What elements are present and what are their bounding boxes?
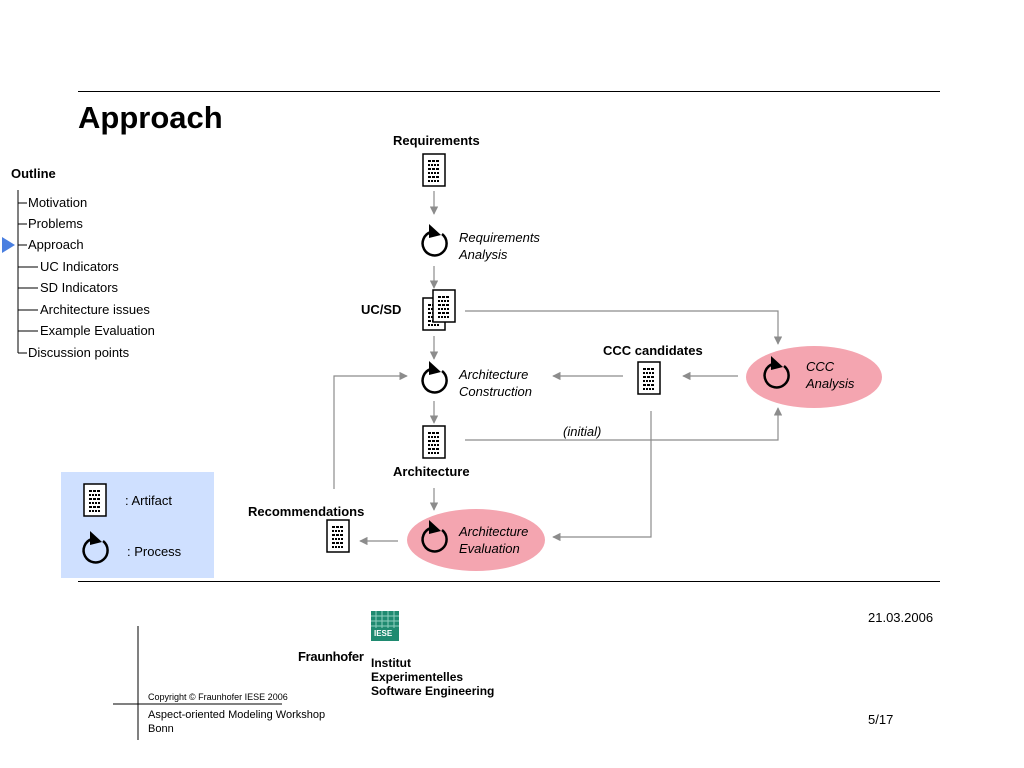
outline-item-discussion-points[interactable]: Discussion points xyxy=(28,345,130,360)
institute-line-1: Institut xyxy=(371,656,411,670)
outline-item-problems[interactable]: Problems xyxy=(28,216,83,231)
ccc-analysis-label-1: CCC xyxy=(806,359,835,374)
iese-badge-text: IESE xyxy=(374,629,393,638)
event-name: Aspect-oriented Modeling Workshop xyxy=(148,709,326,721)
outline-item-motivation[interactable]: Motivation xyxy=(28,195,88,210)
slide-title: Approach xyxy=(78,100,223,135)
requirements-artifact-icon xyxy=(422,153,449,190)
architecture-label: Architecture xyxy=(393,464,470,479)
page-number: 5/17 xyxy=(868,712,894,727)
top-rule xyxy=(78,91,940,92)
ccc-analysis-highlight xyxy=(746,346,882,408)
legend-artifact-label: : Artifact xyxy=(125,493,172,508)
architecture-artifact-icon xyxy=(422,425,449,462)
institute-line-3: Software Engineering xyxy=(371,684,495,698)
uc-sd-artifact-front-icon xyxy=(432,289,459,326)
uc-sd-label: UC/SD xyxy=(361,302,402,317)
ccc-analysis-label-2: Analysis xyxy=(806,376,855,391)
requirements-analysis-label-2: Analysis xyxy=(459,247,508,262)
legend-process-icon xyxy=(82,529,109,564)
recommendations-label: Recommendations xyxy=(248,504,365,519)
outline-tree-lines xyxy=(2,190,38,354)
outline-item-example-evaluation[interactable]: Example Evaluation xyxy=(40,323,155,338)
active-marker-icon xyxy=(2,237,15,253)
ccc-candidates-label: CCC candidates xyxy=(603,343,703,358)
architecture-construction-label-1: Architecture xyxy=(459,367,529,382)
bottom-rule xyxy=(78,581,940,582)
legend-artifact-icon xyxy=(83,483,110,520)
legend-process-label: : Process xyxy=(127,544,182,559)
architecture-construction-process-icon xyxy=(421,359,448,394)
architecture-evaluation-label-1: Architecture xyxy=(459,524,529,539)
ccc-candidates-artifact-icon xyxy=(637,361,664,398)
outline-item-uc-indicators[interactable]: UC Indicators xyxy=(40,259,119,274)
outline-item-architecture-issues[interactable]: Architecture issues xyxy=(40,302,150,317)
copyright-text: Copyright © Fraunhofer IESE 2006 xyxy=(148,692,288,702)
outline-item-approach[interactable]: Approach xyxy=(28,237,84,252)
recommendations-artifact-icon xyxy=(326,519,353,556)
event-location: Bonn xyxy=(148,723,174,735)
initial-edge-label: (initial) xyxy=(563,424,602,439)
slide-date: 21.03.2006 xyxy=(868,610,934,625)
outline-heading: Outline xyxy=(11,166,56,181)
iese-logo-icon xyxy=(371,611,399,641)
fraunhofer-logo-text: Fraunhofer xyxy=(298,649,364,664)
institute-line-2: Experimentelles xyxy=(371,670,464,684)
requirements-label: Requirements xyxy=(393,133,480,148)
requirements-analysis-process-icon xyxy=(421,222,448,257)
outline-item-sd-indicators[interactable]: SD Indicators xyxy=(40,280,119,295)
architecture-evaluation-highlight xyxy=(407,509,545,571)
architecture-construction-label-2: Construction xyxy=(459,384,532,399)
architecture-evaluation-label-2: Evaluation xyxy=(459,541,520,556)
requirements-analysis-label-1: Requirements xyxy=(459,230,540,245)
